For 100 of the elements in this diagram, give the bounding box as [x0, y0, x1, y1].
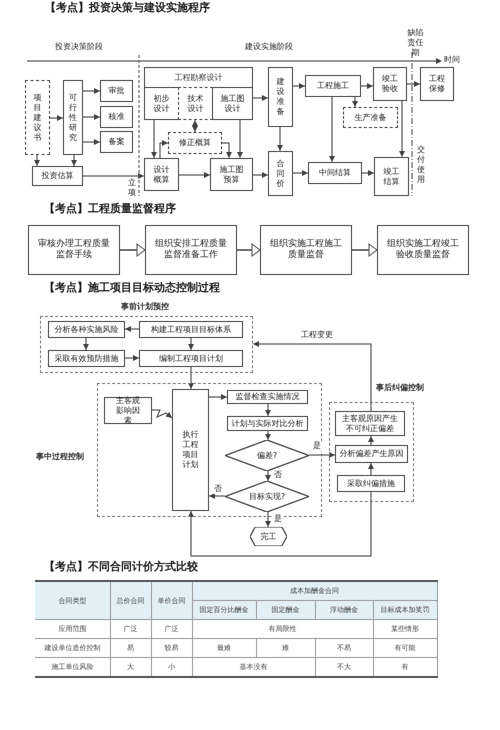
step-label: 生产准备	[354, 112, 386, 122]
arrow	[265, 512, 271, 528]
group-heading: 工程勘察设计	[174, 73, 224, 83]
arrow	[188, 366, 194, 390]
arrow	[82, 173, 144, 179]
process-box	[227, 390, 308, 404]
step-label: 投资估算	[42, 171, 74, 181]
arrow	[71, 154, 77, 166]
decision-label: 偏差?	[256, 450, 278, 460]
double-arrow	[192, 120, 198, 132]
process-box	[227, 416, 308, 431]
arrow	[152, 410, 172, 418]
arrow	[368, 436, 374, 446]
step-label: 审核办理工程质量监督手续	[37, 238, 111, 262]
arrow	[252, 172, 268, 178]
arrow	[83, 338, 89, 350]
step-label: 编制工程项目计划	[159, 354, 223, 364]
decision-diamond	[225, 440, 309, 471]
process-box	[335, 411, 405, 436]
period-label: 缺陷责任期	[406, 28, 425, 58]
arrow	[368, 462, 374, 476]
process-box	[100, 131, 133, 153]
group-heading: 事前计划预控	[121, 302, 169, 312]
process-box	[100, 80, 133, 102]
arrow	[188, 492, 372, 556]
step-label: 初步设计	[152, 94, 170, 114]
arrow	[292, 170, 308, 176]
step-label: 主客观影响因素	[114, 396, 141, 426]
step-label: 主客观原因产生不可纠正偏差	[341, 414, 399, 434]
milestone-label: 立项	[127, 178, 137, 198]
process-box	[100, 106, 133, 128]
arrow	[34, 154, 40, 166]
step-label: 设计概算	[152, 164, 170, 184]
step-label: 监督检查实施情况	[236, 392, 300, 402]
arrow	[82, 139, 100, 145]
process-box	[305, 75, 361, 97]
step-label: 建设准备	[276, 77, 286, 117]
terminal-hexagon	[250, 527, 287, 546]
decision-label: 目标实现?	[248, 492, 286, 502]
process-box	[212, 87, 253, 120]
arrow	[82, 114, 100, 120]
step-label: 组织实施工程竣工验收质量监督	[386, 238, 460, 262]
dashed-process-box	[178, 87, 213, 120]
process-box	[63, 80, 83, 155]
step-label: 中间结算	[319, 168, 351, 178]
step-label: 项目建议书	[32, 92, 42, 142]
arrow	[237, 120, 243, 158]
arrow	[399, 100, 405, 158]
block-arrow	[352, 244, 378, 256]
arrow	[252, 95, 268, 101]
step-label: 计划与实际对比分析	[232, 418, 304, 428]
process-box	[139, 321, 243, 338]
dashed-process-box	[343, 107, 398, 128]
arrow	[352, 96, 358, 108]
arrow	[308, 452, 336, 458]
step-label: 竣工结算	[382, 166, 400, 186]
arrow	[292, 83, 306, 89]
phase-label: 投资决策阶段	[55, 42, 103, 52]
arrow	[178, 172, 210, 178]
process-box	[308, 162, 362, 184]
arrow	[124, 326, 140, 332]
arrow	[265, 470, 271, 482]
edge-label: 否	[213, 484, 223, 494]
arrow	[252, 341, 372, 412]
section-heading: 【考点】投资决策与建设实施程序	[45, 1, 210, 15]
step-label: 修正概算	[179, 138, 211, 148]
step-label: 施工图预算	[218, 164, 244, 184]
process-box	[48, 350, 125, 367]
step-label: 分析偏差产生原因	[340, 449, 404, 459]
axis-label: 时间	[444, 55, 460, 65]
arrow	[160, 140, 168, 158]
step-label: 核准	[108, 112, 124, 122]
step-label: 采取有效预防措施	[54, 354, 118, 364]
arrow	[208, 493, 226, 499]
process-box	[32, 166, 83, 186]
block-arrow	[120, 244, 146, 256]
design-stage-panel	[144, 67, 253, 120]
process-box	[337, 475, 405, 492]
step-label: 施工图设计	[219, 94, 246, 114]
step-label: 技术设计	[186, 94, 204, 114]
process-box	[374, 157, 409, 196]
process-box	[210, 158, 253, 191]
process-box	[145, 225, 237, 275]
step-label: 采取纠偏措施	[347, 478, 395, 488]
edge-label: 否	[273, 470, 283, 480]
arrow	[265, 430, 271, 440]
process-box	[335, 445, 408, 463]
arrow	[222, 142, 232, 158]
arrow	[188, 338, 194, 350]
dashed-process-box	[168, 132, 222, 154]
arrow	[265, 404, 271, 416]
step-label: 分析各种实施风险	[54, 324, 118, 334]
step-label: 完工	[260, 532, 276, 542]
process-box	[139, 350, 243, 367]
edge-label: 工程变更	[300, 330, 334, 340]
step-label: 构建工程项目目标体系	[151, 324, 231, 334]
process-box	[104, 397, 152, 424]
arrow	[208, 394, 228, 400]
step-label: 备案	[108, 137, 124, 147]
decision-diamond	[225, 481, 309, 512]
